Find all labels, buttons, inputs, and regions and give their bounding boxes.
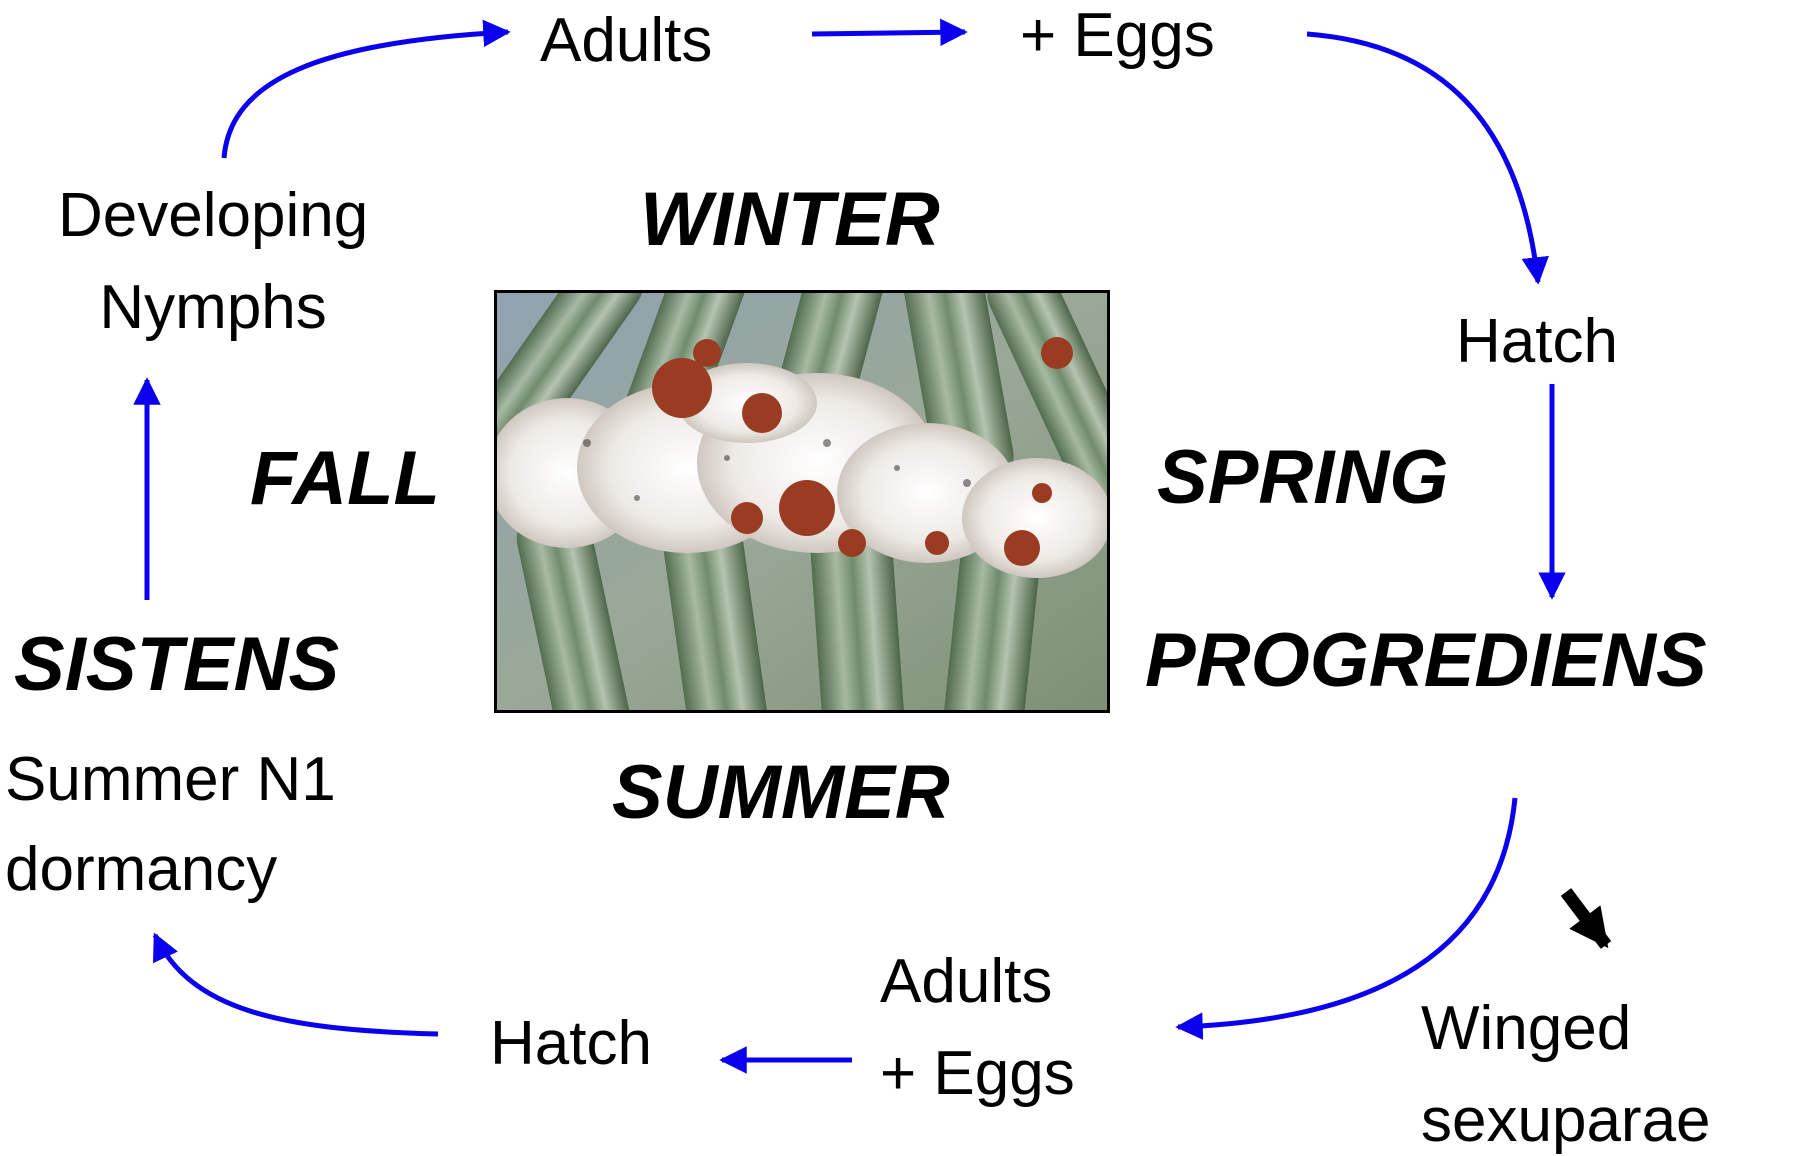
adults-bottom-line2: + Eggs — [880, 1028, 1075, 1120]
stage-winged-sexuparae: Winged sexuparae — [1421, 983, 1711, 1156]
season-spring: SPRING — [1157, 440, 1448, 516]
stage-adults-top: Adults — [540, 10, 712, 72]
stage-eggs-top: + Eggs — [1020, 5, 1215, 67]
generation-progrediens: PROGREDIENS — [1145, 623, 1707, 699]
winged-line2: sexuparae — [1421, 1075, 1711, 1156]
developing-line2: Nymphs — [58, 262, 368, 354]
season-winter: WINTER — [640, 182, 940, 258]
arrow-hatch-to-sistens — [155, 935, 438, 1034]
hemlock-woolly-adelgid-photo — [494, 290, 1110, 713]
stage-summer-dormancy: Summer N1 dormancy — [5, 735, 336, 915]
arrow-nymphs-to-adults — [224, 32, 508, 158]
season-fall: FALL — [250, 441, 440, 517]
summer-line2: dormancy — [5, 825, 336, 915]
stage-hatch-right: Hatch — [1456, 311, 1618, 373]
season-summer: SUMMER — [612, 755, 950, 831]
adults-bottom-line1: Adults — [880, 936, 1075, 1028]
arrow-adults-to-eggs — [812, 32, 965, 34]
generation-sistens: SISTENS — [14, 627, 339, 703]
arrow-down-right-icon — [1566, 892, 1606, 945]
stage-developing-nymphs: Developing Nymphs — [58, 170, 368, 354]
stage-adults-eggs-bottom: Adults + Eggs — [880, 936, 1075, 1120]
stage-hatch-bottom: Hatch — [490, 1013, 652, 1075]
developing-line1: Developing — [58, 170, 368, 262]
arrow-eggs-to-hatch — [1307, 34, 1538, 282]
winged-line1: Winged — [1421, 983, 1711, 1075]
summer-line1: Summer N1 — [5, 735, 336, 825]
